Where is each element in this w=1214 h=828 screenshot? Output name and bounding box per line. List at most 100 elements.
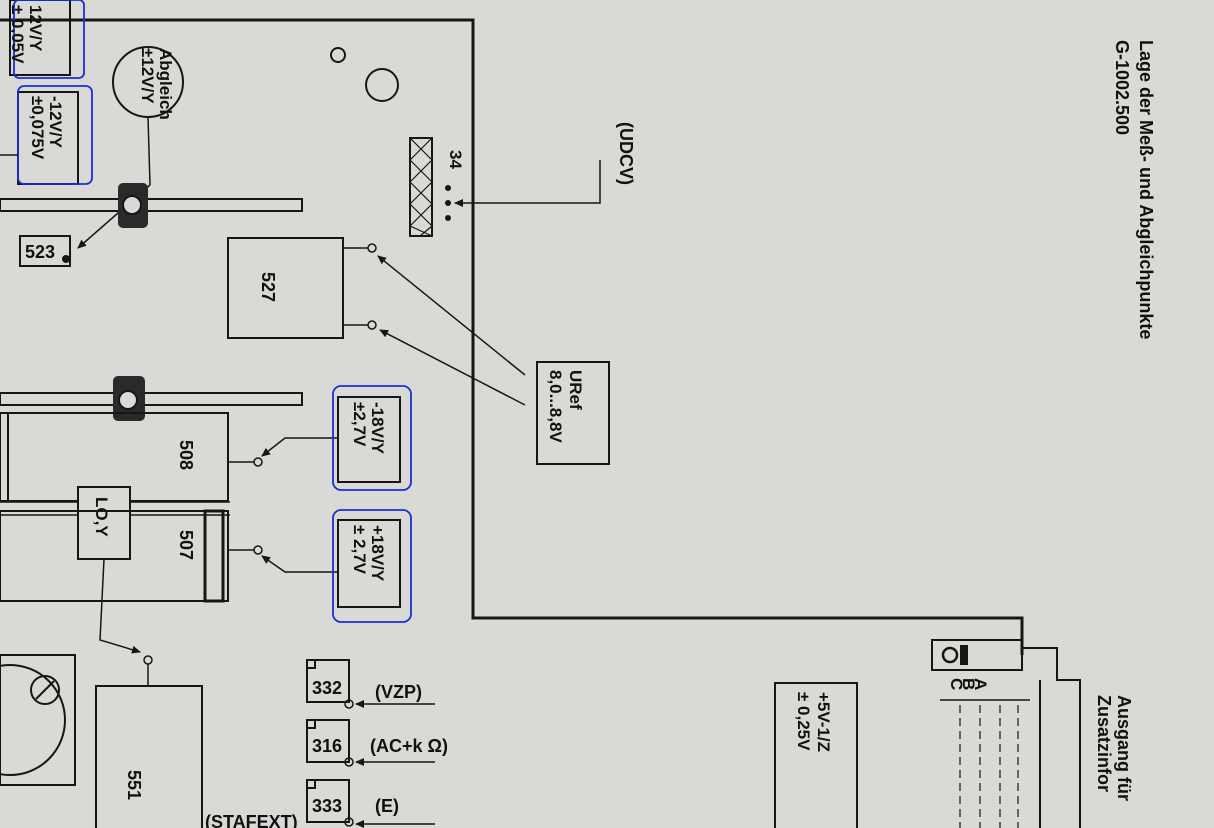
module-527-label: 527 <box>258 272 278 302</box>
connector-pin-2 <box>445 200 451 206</box>
module-507-edge <box>203 509 225 603</box>
uref-line1: URef <box>566 370 585 410</box>
abgleich-line2: ±12V/Y <box>138 48 157 104</box>
minus18v-annotation <box>332 385 412 491</box>
supply5v-label: +5V-1/Z ± 0,25V <box>794 692 833 752</box>
minus12v-line1: -12V/Y <box>46 96 65 149</box>
uref-arrow-bottom <box>379 329 526 406</box>
uref-box <box>536 361 610 465</box>
minus12v-line2: ±0,075V <box>28 96 47 160</box>
connector-pin-1 <box>445 185 451 191</box>
rail-screw-2 <box>118 390 138 410</box>
mount-hole-small <box>330 47 346 63</box>
module-332-box <box>306 659 350 703</box>
minus18v-arrow <box>261 437 338 457</box>
lo-y-box <box>77 486 131 560</box>
plus12v-label: 12V/Y ± 0,05V <box>8 5 45 64</box>
ac-k-label: (AC+k Ω) <box>370 736 448 756</box>
uref-label: URef 8,0...8,8V <box>546 370 585 443</box>
m333-testpoint <box>344 817 354 827</box>
plus18v-annotation <box>332 509 412 623</box>
plus18v-line1: +18V/Y <box>368 525 387 582</box>
uref-line2: 8,0...8,8V <box>546 370 565 443</box>
m332-testpoint <box>344 699 354 709</box>
lo-y-label: LO,Y <box>92 497 111 537</box>
uref-arrow-top <box>377 255 526 376</box>
lo-y-label-group: LO,Y <box>92 497 111 537</box>
supply5v-line2: ± 0,25V <box>794 692 813 751</box>
module-507-label-group: 507 <box>176 530 196 560</box>
minus18v-label: -18V/Y ±2,7V <box>350 402 387 455</box>
module-507-label: 507 <box>176 530 196 560</box>
module-333-box <box>306 779 350 823</box>
connector-pin-label-group: 34 <box>446 150 465 169</box>
module-316-corner <box>306 719 316 729</box>
transformer-core <box>0 664 66 776</box>
module-316-box <box>306 719 350 763</box>
minus12v-annotation <box>17 85 93 185</box>
transformer-screw <box>30 675 60 705</box>
heatsink-rail-1 <box>0 198 303 212</box>
output-connector-key <box>960 645 968 665</box>
lo-y-arrow <box>99 558 141 654</box>
connector-pin-3 <box>445 215 451 221</box>
module-551-box <box>95 685 203 828</box>
plus12v-box <box>9 0 71 76</box>
module-527-box <box>227 237 344 339</box>
output-line1: Ausgang für <box>1114 695 1134 801</box>
minus12v-label: -12V/Y ±0,075V <box>28 96 65 160</box>
m527-testpoint-top <box>367 243 377 253</box>
plus18v-label: +18V/Y ± 2,7V <box>350 525 387 582</box>
m551-testpoint <box>143 655 153 665</box>
abgleich-label: Abgleich ±12V/Y <box>138 48 175 120</box>
module-333-label: 333 <box>312 796 342 816</box>
title-line-1: Lage der Meß- und Abgleichpunkte <box>1136 40 1156 339</box>
minus18v-line2: ±2,7V <box>350 402 369 447</box>
module-332-corner <box>306 659 316 669</box>
output-line2: Zusatzinfor <box>1094 695 1114 792</box>
udcv-arrow <box>454 160 601 207</box>
stafext-label: (STAFEXT) <box>205 812 298 828</box>
module-523-box <box>19 235 71 267</box>
e-label: (E) <box>375 796 399 816</box>
plus12v-line1: 12V/Y <box>26 5 45 52</box>
supply5v-box <box>774 682 858 828</box>
transformer-frame <box>0 654 76 786</box>
plus18v-line2: ± 2,7V <box>350 525 369 575</box>
connector-pin-label: 34 <box>446 150 465 169</box>
module-551-label: 551 <box>124 770 144 800</box>
udcv-label-group: (UDCV) <box>616 122 636 185</box>
heatsink-rail-2 <box>0 392 303 406</box>
udcv-label: (UDCV) <box>616 122 636 185</box>
output-pin-a: A <box>971 678 990 690</box>
output-pin-c: C <box>947 678 966 690</box>
page-title: Lage der Meß- und Abgleichpunkte G-1002.… <box>1112 40 1156 339</box>
m316-testpoint <box>344 757 354 767</box>
module-527-label-group: 527 <box>258 272 278 302</box>
title-line-2: G-1002.500 <box>1112 40 1132 135</box>
plus18v-box <box>337 519 401 608</box>
board-outline <box>0 18 1024 655</box>
transformer-screw-slot <box>35 680 55 700</box>
output-connector-outline <box>1022 647 1081 828</box>
output-pins: A B C <box>947 678 990 690</box>
mount-hole-large <box>365 68 399 102</box>
module-523-testpoint <box>62 255 70 263</box>
module-316-label: 316 <box>312 736 342 756</box>
module-333-corner <box>306 779 316 789</box>
output-label: Ausgang für Zusatzinfor <box>1094 695 1134 801</box>
module-551-label-group: 551 <box>124 770 144 800</box>
minus18v-box <box>337 396 401 483</box>
m527-testpoint-bottom <box>367 320 377 330</box>
m508-testpoint <box>253 457 263 467</box>
supply5v-line1: +5V-1/Z <box>814 692 833 752</box>
output-connector-hole <box>941 646 959 664</box>
m507-testpoint <box>253 545 263 555</box>
plus12v-annotation <box>13 0 85 79</box>
plus12v-line2: ± 0,05V <box>8 5 27 64</box>
abgleich-line1: Abgleich <box>156 48 175 120</box>
vzp-label: (VZP) <box>375 682 422 702</box>
module-508-label-group: 508 <box>176 440 196 470</box>
plus18v-arrow <box>261 555 338 573</box>
